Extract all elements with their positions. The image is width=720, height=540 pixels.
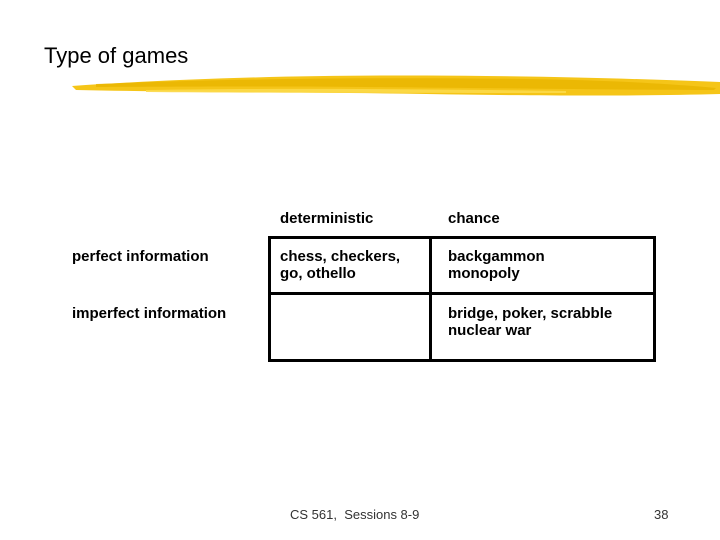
- cell-line: monopoly: [448, 265, 520, 282]
- footer-course-session: CS 561, Sessions 8-9: [290, 507, 420, 522]
- cell-perfect-deterministic: chess, checkers, go, othello: [280, 248, 400, 282]
- slide-title: Type of games: [44, 43, 189, 68]
- page-number: 38: [654, 507, 669, 522]
- row-label-imperfect-information: imperfect information: [72, 305, 227, 322]
- cell-line: chess, checkers,: [280, 248, 401, 265]
- cell-line: nuclear war: [448, 322, 532, 339]
- cell-imperfect-chance: bridge, poker, scrabble nuclear war: [448, 305, 612, 339]
- cell-line: bridge, poker, scrabble: [448, 305, 613, 322]
- cell-perfect-chance: backgammon monopoly: [448, 248, 545, 282]
- row-label-perfect-information: perfect information: [72, 248, 209, 265]
- cell-line: go, othello: [280, 265, 356, 282]
- column-header-chance: chance: [448, 210, 500, 227]
- title-underline-brush: [72, 75, 720, 96]
- cell-line: backgammon: [448, 248, 545, 265]
- table-column-divider: [429, 236, 432, 362]
- table-row-divider: [268, 292, 656, 295]
- games-table-grid: [268, 236, 656, 362]
- column-header-deterministic: deterministic: [280, 210, 374, 227]
